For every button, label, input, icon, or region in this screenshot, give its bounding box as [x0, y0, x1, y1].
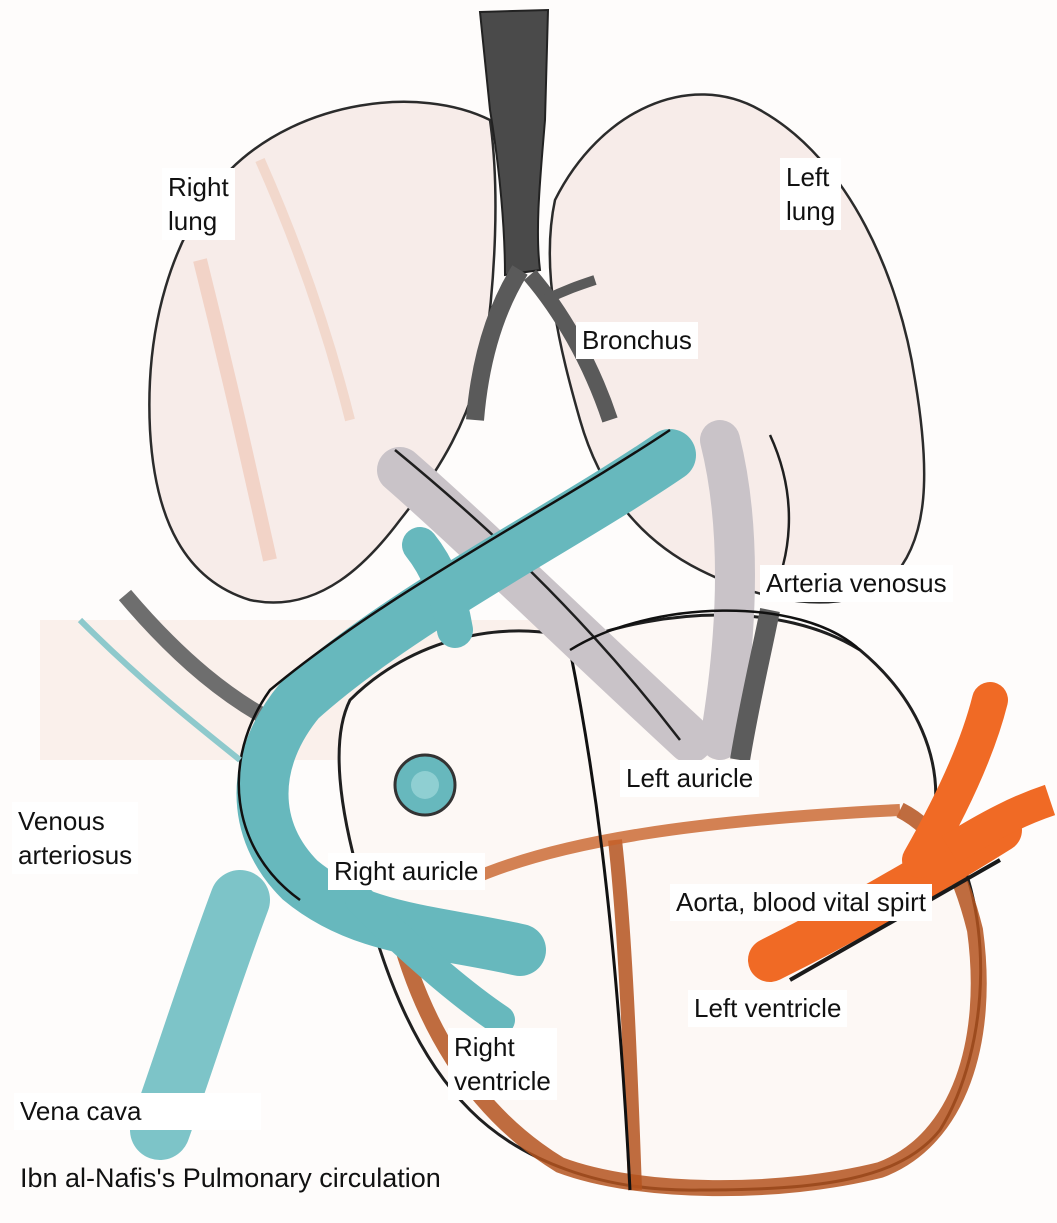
ventricle-wall-septum — [608, 839, 642, 1191]
label-right-ventricle: Right ventricle — [448, 1028, 557, 1100]
label-left-auricle: Left auricle — [620, 760, 760, 797]
bronchus-right-branch — [466, 265, 528, 421]
arteria-venosus-dark — [730, 608, 780, 762]
label-venous-arteriosus: Venous arteriosus — [12, 802, 139, 874]
right-lung-shading-2 — [255, 157, 355, 422]
right-lung-shading — [193, 258, 277, 562]
bronchus-left-branch — [523, 269, 618, 423]
label-left-lung-line2: lung — [786, 196, 836, 226]
thin-blue-line — [77, 617, 242, 763]
arteria-venosus-outline — [394, 449, 681, 741]
label-right-lung: Right lung — [162, 168, 235, 240]
diagram-title: Ibn al-Nafis's Pulmonary circulation — [20, 1163, 441, 1193]
ventricle-wall-top — [467, 804, 901, 886]
label-bronchus: Bronchus — [576, 322, 698, 359]
left-auricle-dome — [569, 609, 861, 652]
aorta-branch-up — [902, 682, 1008, 878]
label-aorta: Aorta, blood vital spirt — [670, 884, 933, 921]
arteria-venosus-vessel-1 — [377, 447, 713, 763]
trachea-shape — [478, 8, 550, 277]
label-venous-arteriosus-line2: arteriosus — [18, 840, 133, 870]
arteria-venosus-vessel-2 — [700, 420, 755, 760]
ventricle-septum-line — [568, 649, 632, 1191]
vessel-to-right-ventricle — [345, 885, 515, 1035]
venous-arteriosus-branch — [402, 527, 473, 648]
label-left-ventricle: Left ventricle — [688, 990, 848, 1027]
label-left-lung: Left lung — [780, 158, 842, 230]
blue-vessel-edge — [237, 428, 671, 902]
label-venous-arteriosus-line1: Venous — [18, 806, 105, 836]
label-right-auricle: Right auricle — [328, 853, 485, 890]
label-vena-cava: Vena cava — [14, 1093, 262, 1130]
bronchus-small-branch — [542, 275, 597, 305]
label-left-lung-line1: Left — [786, 162, 830, 192]
label-arteria-venosus: Arteria venosus — [760, 565, 953, 602]
label-right-lung-line1: Right — [168, 172, 229, 202]
label-right-lung-line2: lung — [168, 206, 218, 236]
aorta-branch-right — [941, 784, 1056, 864]
right-auricle-opening-inner — [411, 771, 439, 799]
label-right-ventricle-line1: Right — [454, 1032, 515, 1062]
label-right-ventricle-line2: ventricle — [454, 1066, 551, 1096]
